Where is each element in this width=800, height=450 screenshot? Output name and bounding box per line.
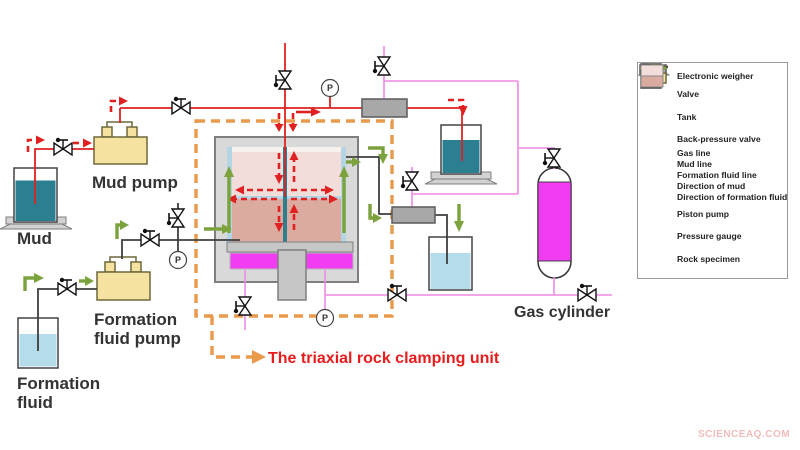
gas-cylinder-label: Gas cylinder	[514, 304, 611, 321]
triaxial-rock-clamping-unit	[214, 136, 359, 301]
valve-icon	[57, 276, 77, 296]
valve-icon	[53, 137, 73, 156]
valve-icon	[541, 148, 561, 168]
formation-fluid-pump-label: Formation fluid pump	[94, 310, 181, 349]
formation-fluid-flow-arrows	[23, 146, 464, 291]
clamping-unit-callout-label: The triaxial rock clamping unit	[268, 350, 500, 367]
mud-pump	[93, 121, 148, 165]
legend-item: P Pressure gauge	[639, 63, 784, 246]
collection-tank	[428, 236, 473, 291]
legend-item: Back-pressure valve	[639, 64, 784, 147]
pressure-gauge-icon: P	[168, 250, 188, 270]
legend-item: Tank	[640, 63, 784, 130]
mud-tank-label: Mud	[17, 229, 52, 248]
svg-text:P: P	[175, 255, 181, 265]
valve-icon	[577, 282, 597, 302]
legend-item: Direction of mud	[640, 64, 784, 191]
gas-cylinder-vessel	[537, 167, 572, 279]
valve-icon	[233, 296, 252, 316]
valve-icon	[272, 70, 292, 90]
back-pressure-valve-1	[361, 98, 408, 118]
svg-text:P: P	[327, 83, 333, 93]
valve-icon	[399, 171, 419, 191]
pedestal	[277, 249, 307, 301]
legend-item: Piston pump	[641, 63, 784, 226]
valve-icon	[166, 208, 185, 228]
valve-icon	[371, 56, 391, 76]
legend: Electronic weigher Valve Tank Back-press…	[637, 62, 788, 279]
formation-fluid-tank-label: Formation fluid	[17, 374, 101, 413]
mud-flow-arrows	[26, 96, 468, 232]
back-pressure-valve-2	[391, 206, 436, 224]
watermark: SCIENCEAQ.COM	[698, 429, 791, 440]
formation-fluid-pump	[96, 256, 151, 301]
valve-icon	[140, 228, 160, 247]
pressure-gauge-icon: P	[315, 308, 335, 328]
pressure-gauge-icon: P	[320, 78, 340, 98]
svg-text:P: P	[322, 313, 328, 323]
legend-item: Gas line	[640, 65, 711, 158]
legend-item: Direction of formation fluid	[640, 64, 787, 202]
valve-icon	[387, 282, 407, 302]
valve-icon	[171, 96, 191, 115]
callout-arrow	[210, 316, 266, 364]
legend-item: Formation fluid line	[640, 65, 757, 180]
mud-pump-label: Mud pump	[92, 173, 178, 192]
legend-item: Mud line	[640, 65, 712, 169]
legend-item: Rock specimen	[640, 64, 784, 272]
legend-item: Valve	[641, 64, 784, 103]
return-mud-tank	[440, 124, 482, 175]
